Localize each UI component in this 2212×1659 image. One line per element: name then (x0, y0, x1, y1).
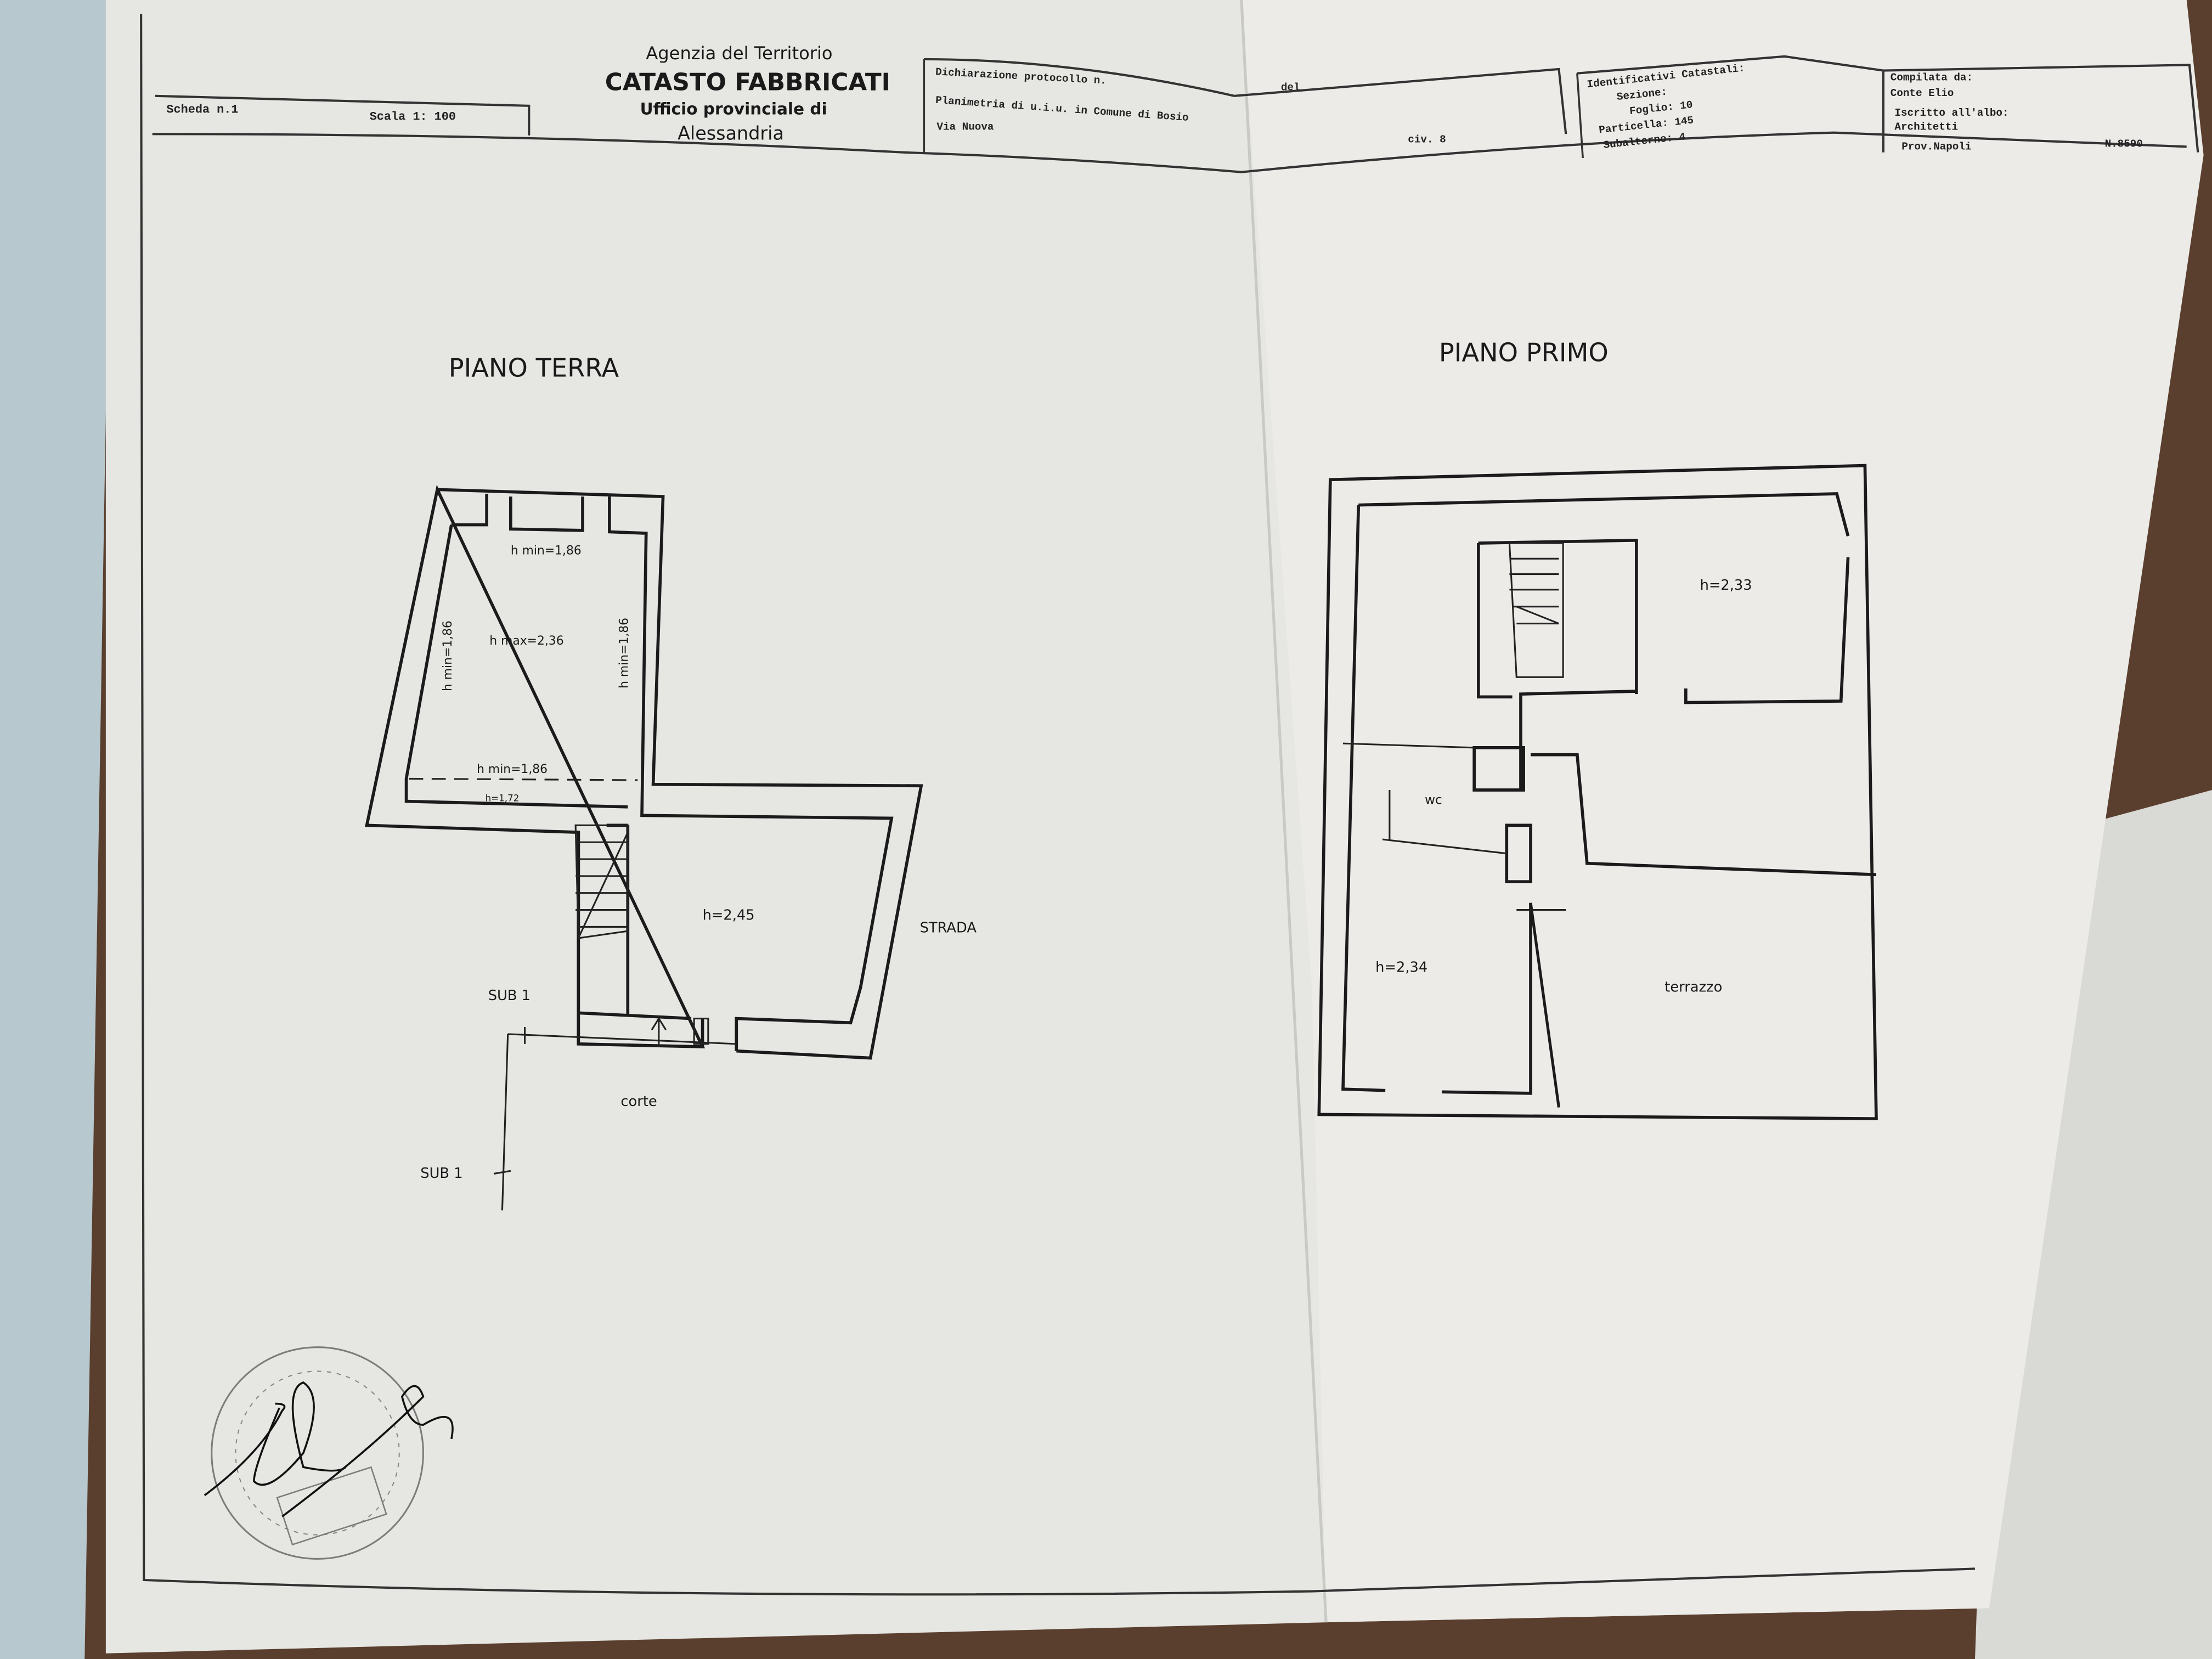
compilata-box (1883, 64, 2199, 153)
del-label: del (1281, 82, 1300, 94)
signature (204, 1381, 454, 1517)
header-baseline (152, 131, 2187, 173)
architect-stamp (211, 1346, 424, 1560)
label-h234: h=2,34 (1375, 960, 1427, 976)
label-hmin-top: h min=1,86 (511, 544, 582, 558)
scala-label: Scala 1: 100 (370, 110, 456, 124)
catasto-title: CATASTO FABBRICATI (605, 69, 890, 97)
iscritto-label: Iscritto all'albo: (1894, 107, 2008, 119)
scheda-box (155, 94, 531, 136)
label-hmin-left: h min=1,86 (441, 620, 455, 691)
compilata-block: Compilata da: Conte Elio Iscritto all'al… (1891, 72, 2143, 153)
compiler-name: Conte Elio (1891, 87, 1954, 99)
ground-floor-plan: h min=1,86 h max=2,36 h min=1,86 h min=1… (365, 484, 977, 1211)
registry-number: N.8590 (2105, 138, 2143, 150)
box-divider (1576, 73, 1584, 159)
address-label: Via Nuova (936, 121, 994, 133)
label-hmin-right: h min=1,86 (617, 618, 631, 689)
first-floor-title: PIANO PRIMO (1439, 337, 1609, 367)
label-terrazzo: terrazzo (1664, 979, 1722, 996)
label-h233: h=2,33 (1700, 577, 1752, 594)
drawing-frame (140, 14, 1976, 1596)
ground-outer-wall (365, 484, 923, 1060)
province-registry: Prov.Napoli (1901, 141, 1971, 153)
identificativi-box (1577, 55, 1884, 153)
first-outer-wall (1317, 464, 1878, 1120)
label-h245: h=2,45 (703, 907, 755, 924)
agency-title-block: Agenzia del Territorio CATASTO FABBRICAT… (605, 43, 890, 144)
partition-walls (1342, 742, 1507, 855)
label-hmin-bottom: h min=1,86 (477, 763, 548, 776)
office-label: Ufficio provinciale di (640, 99, 827, 118)
wc-walls (1472, 746, 1877, 883)
stairs-icon (574, 824, 629, 939)
entrance-arrow-icon (651, 1017, 667, 1047)
label-strada: STRADA (920, 920, 977, 936)
compilata-label: Compilata da: (1891, 72, 1973, 84)
pillar (693, 1018, 709, 1045)
agency-name: Agenzia del Territorio (646, 43, 832, 64)
albo-value: Architetti (1894, 121, 1958, 133)
label-sub1-top: SUB 1 (488, 988, 531, 1004)
underlying-paper (0, 0, 113, 1659)
label-wc: wc (1425, 793, 1442, 808)
corte-boundary (493, 1027, 737, 1211)
terrace-wall (1529, 902, 1560, 1108)
stairs-icon (1508, 542, 1564, 678)
first-inner-walls (1341, 492, 1850, 1095)
paper-right-fold (1241, 0, 2204, 1623)
civic-number: civ. 8 (1408, 134, 1446, 146)
dichiarazione-box (924, 58, 1567, 134)
fold-line (1240, 0, 1328, 1623)
ground-floor-title: PIANO TERRA (449, 353, 619, 383)
scheda-label: Scheda n.1 (166, 103, 238, 117)
first-floor-plan: h=2,33 wc h=2,34 terrazzo (1317, 464, 1878, 1120)
label-sub1-bottom: SUB 1 (420, 1165, 462, 1182)
province-label: Alessandria (678, 123, 784, 144)
label-h172: h=1,72 (486, 793, 520, 804)
label-hmax: h max=2,36 (489, 634, 563, 648)
height-line (409, 777, 638, 781)
label-corte: corte (620, 1093, 657, 1110)
